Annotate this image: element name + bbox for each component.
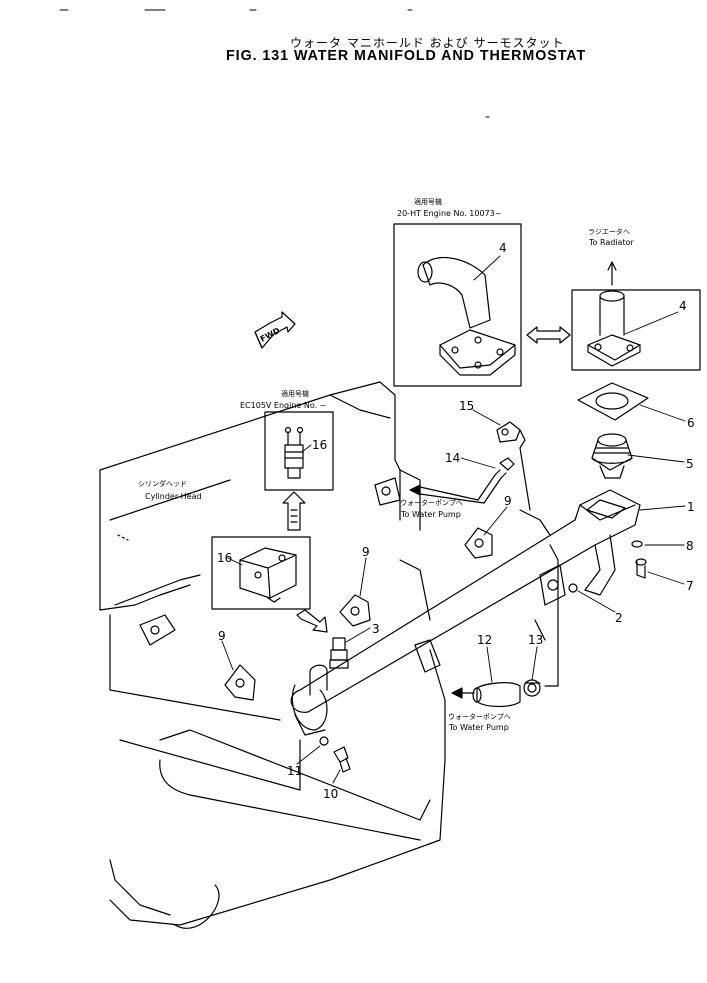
gasket-9-middle[interactable] — [339, 594, 371, 627]
variant-box-upper — [393, 223, 522, 387]
part-number-15: 15 — [459, 399, 474, 413]
figure-title-japanese: ウォータ マニホールド および サーモスタット — [290, 36, 565, 50]
part-number-11: 11 — [287, 764, 302, 778]
cylinder-head-note: Cylinder Head — [145, 492, 202, 501]
radiator-arrow-head — [607, 261, 617, 271]
upper-box-note-jp: 適用号機 — [414, 197, 442, 206]
part-number-1: 1 — [687, 500, 695, 514]
sensor-box-note: EC105V Engine No. ~ — [240, 401, 326, 410]
water-pump-arrow-1 — [409, 484, 421, 496]
elbow-drain-line — [519, 447, 531, 511]
part-number-9: 9 — [504, 494, 512, 508]
part-number-6: 6 — [687, 416, 695, 430]
part-number-3: 3 — [372, 622, 380, 636]
water-pump-note-2-jp: ウォーターポンプへ — [448, 712, 511, 721]
manifold-return-line — [544, 544, 559, 687]
water-outlet[interactable] — [587, 290, 641, 367]
leader-lines — [221, 255, 686, 784]
sensor-box-note-jp: 適用号機 — [281, 389, 309, 398]
part-number-16: 16 — [217, 551, 232, 565]
temp-sensor-variant[interactable] — [284, 426, 304, 479]
thermostat-5[interactable] — [591, 433, 633, 479]
part-number-13: 13 — [528, 633, 543, 647]
sensor-manifold-arrow — [296, 609, 328, 633]
sensor-up-arrow — [282, 491, 306, 531]
elbow-15[interactable] — [496, 421, 526, 449]
part-number-9: 9 — [218, 629, 226, 643]
water-pipe-14[interactable] — [419, 457, 515, 504]
water-pump-note-1: To Water Pump — [400, 510, 461, 519]
gasket-6[interactable] — [577, 382, 649, 421]
fwd-label: FWD — [259, 326, 282, 344]
sensor-detail-box — [211, 536, 311, 610]
engine-block-outline — [99, 381, 551, 929]
water-manifold[interactable] — [290, 489, 641, 736]
water-pump-note-2: To Water Pump — [448, 723, 509, 732]
gasket-9-left[interactable] — [224, 664, 256, 701]
part-number-2: 2 — [615, 611, 623, 625]
water-pump-arrow-2 — [451, 687, 475, 699]
washer-11[interactable] — [319, 736, 329, 746]
part-number-16: 16 — [312, 438, 327, 452]
radiator-note: To Radiator — [588, 238, 634, 247]
variant-box-sensor — [264, 411, 334, 491]
radiator-outlet-box — [571, 289, 701, 371]
radiator-note-jp: ラジエータへ — [588, 227, 630, 236]
hose-12[interactable] — [472, 682, 521, 708]
bolt-10[interactable] — [333, 746, 351, 773]
scan-specks — [59, 9, 490, 118]
water-pump-note-1-jp: ウォーターポンプへ — [400, 498, 463, 507]
part-number-4: 4 — [499, 241, 507, 255]
part-number-8: 8 — [686, 539, 694, 553]
part-number-4: 4 — [679, 299, 687, 313]
part-number-7: 7 — [686, 579, 694, 593]
fwd-arrow — [254, 311, 296, 349]
bolt-7[interactable] — [635, 558, 647, 579]
part-number-14: 14 — [445, 451, 460, 465]
sensor-3[interactable] — [329, 637, 349, 669]
interchange-arrow — [526, 326, 571, 344]
part-number-9: 9 — [362, 545, 370, 559]
figure-title: FIG. 131 WATER MANIFOLD AND THERMOSTAT — [226, 47, 587, 64]
plug-2[interactable] — [568, 583, 578, 593]
upper-box-note: 20-HT Engine No. 10073~ — [397, 209, 501, 218]
gasket-9-right[interactable] — [464, 527, 493, 559]
washer-8[interactable] — [631, 540, 643, 548]
part-number-12: 12 — [477, 633, 492, 647]
part-number-10: 10 — [323, 787, 338, 801]
elbow-outlet-variant[interactable] — [417, 256, 516, 376]
temp-sensor[interactable] — [239, 547, 297, 603]
part-number-5: 5 — [686, 457, 694, 471]
clamp-13[interactable] — [523, 679, 541, 697]
cylinder-head-note-jp: シリンダヘッド — [138, 479, 187, 488]
